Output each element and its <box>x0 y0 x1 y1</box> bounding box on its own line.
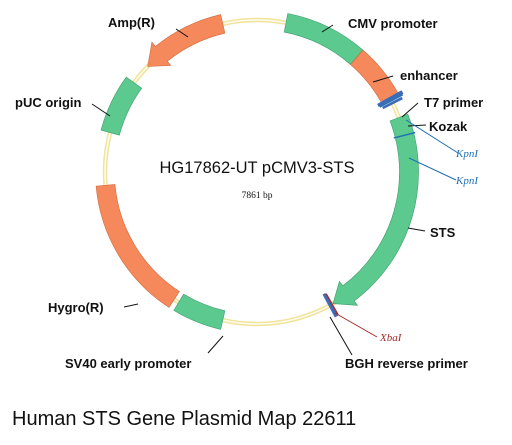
label-enhancer: enhancer <box>400 68 458 83</box>
leader-puc-origin <box>91 103 111 117</box>
leader-amp-r <box>175 28 189 38</box>
label-amp-r: Amp(R) <box>108 15 155 30</box>
figure-caption: Human STS Gene Plasmid Map 22611 <box>12 408 356 430</box>
plasmid-name: HG17862-UT pCMV3-STS <box>159 159 354 177</box>
leader-hygro-r <box>123 303 139 308</box>
label-kpni-1: KpnI <box>455 148 479 160</box>
leader-kpni-1 <box>405 119 459 154</box>
label-puc-origin: pUC origin <box>15 95 81 110</box>
feature-kozak <box>382 96 403 110</box>
leader-bgh-reverse-primer <box>329 316 353 356</box>
label-kpni-2: KpnI <box>455 175 479 187</box>
leader-sv40-early-promoter <box>207 335 224 354</box>
feature-hygro-r <box>95 184 180 308</box>
site-kpni-2-tick <box>393 131 416 139</box>
leader-sts <box>407 227 426 232</box>
feature-amp-r <box>147 14 226 67</box>
feature-sts <box>332 113 419 306</box>
leader-t7-primer <box>401 102 419 118</box>
plasmid-size: 7861 bp <box>242 191 273 201</box>
feature-sv40-early-promoter <box>173 293 226 330</box>
leader-enhancer <box>372 75 394 83</box>
leader-cmv-promoter <box>321 24 334 33</box>
feature-puc-origin <box>100 76 143 136</box>
label-cmv-promoter: CMV promoter <box>348 16 438 31</box>
label-bgh-reverse-primer: BGH reverse primer <box>345 356 468 371</box>
label-kozak: Kozak <box>429 119 468 134</box>
leader-kozak <box>407 124 427 127</box>
site-xbai-tick <box>325 293 339 315</box>
feature-bgh-reverse-primer <box>322 293 339 318</box>
label-sts: STS <box>430 225 456 240</box>
leader-kpni-2 <box>408 157 457 181</box>
site-kpni-1-tick <box>379 94 404 108</box>
feature-t7-primer <box>377 90 404 107</box>
leader-xbai <box>334 312 378 338</box>
label-xbai: XbaI <box>379 332 403 344</box>
label-sv40-early-promoter: SV40 early promoter <box>65 356 191 371</box>
label-hygro-r: Hygro(R) <box>48 300 104 315</box>
label-t7-primer: T7 primer <box>424 95 483 110</box>
